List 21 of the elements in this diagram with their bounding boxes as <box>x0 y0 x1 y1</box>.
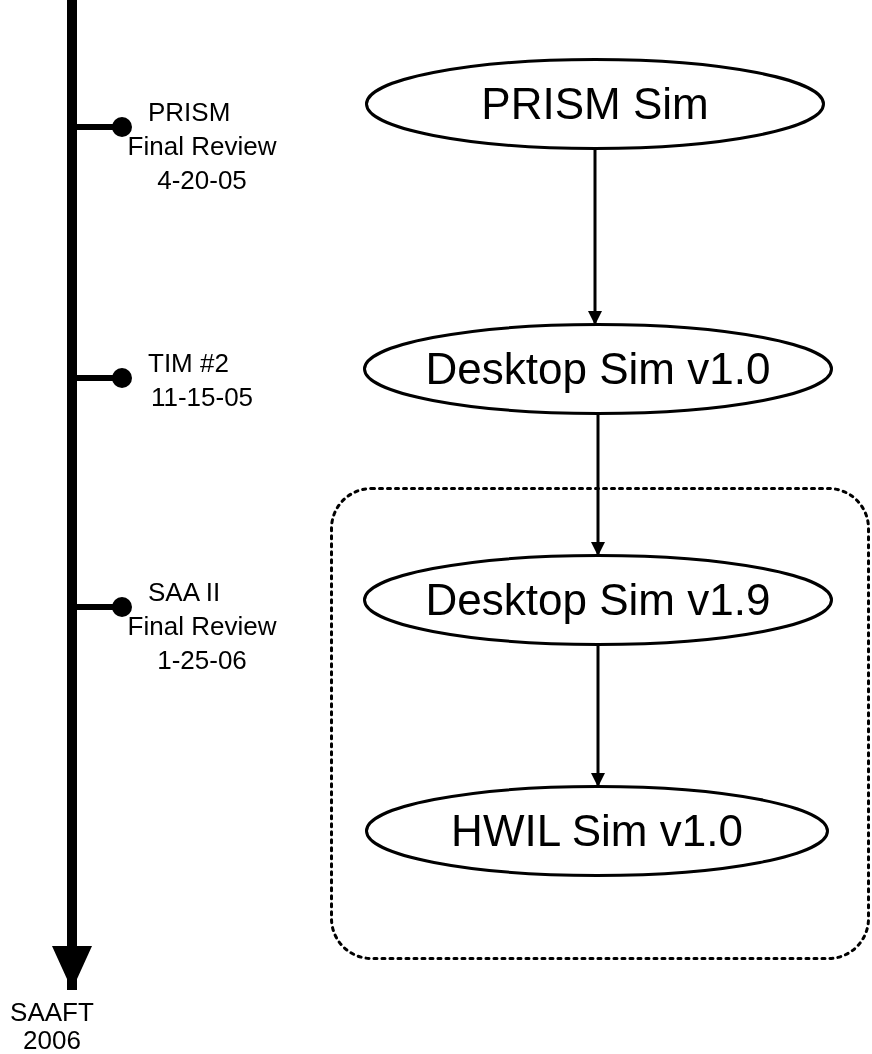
milestone-label: 11-15-05 <box>150 381 254 414</box>
milestone-label: Final Review <box>127 130 277 163</box>
milestone-label: Final Review <box>127 610 277 643</box>
node-label: Desktop Sim v1.0 <box>425 344 771 394</box>
ellipse-node <box>363 323 833 415</box>
end-label: SAAFT 2006 <box>9 998 95 1054</box>
milestone-label: TIM #2 <box>148 347 229 380</box>
milestone-label: SAA II <box>148 576 221 609</box>
timeline-arrow <box>52 0 92 990</box>
milestone-label: PRISM <box>148 96 231 129</box>
ellipse-node <box>365 58 825 150</box>
node-label: HWIL Sim v1.0 <box>451 806 743 856</box>
node-label: Desktop Sim v1.9 <box>425 575 771 625</box>
milestone-label: 1-25-06 <box>157 644 247 677</box>
ellipse-node <box>363 554 833 646</box>
arrow <box>591 415 605 556</box>
arrow <box>588 150 602 325</box>
arrow <box>591 646 605 787</box>
ellipse-node <box>365 785 829 877</box>
node-label: PRISM Sim <box>481 79 709 129</box>
milestone-label: 4-20-05 <box>157 164 247 197</box>
